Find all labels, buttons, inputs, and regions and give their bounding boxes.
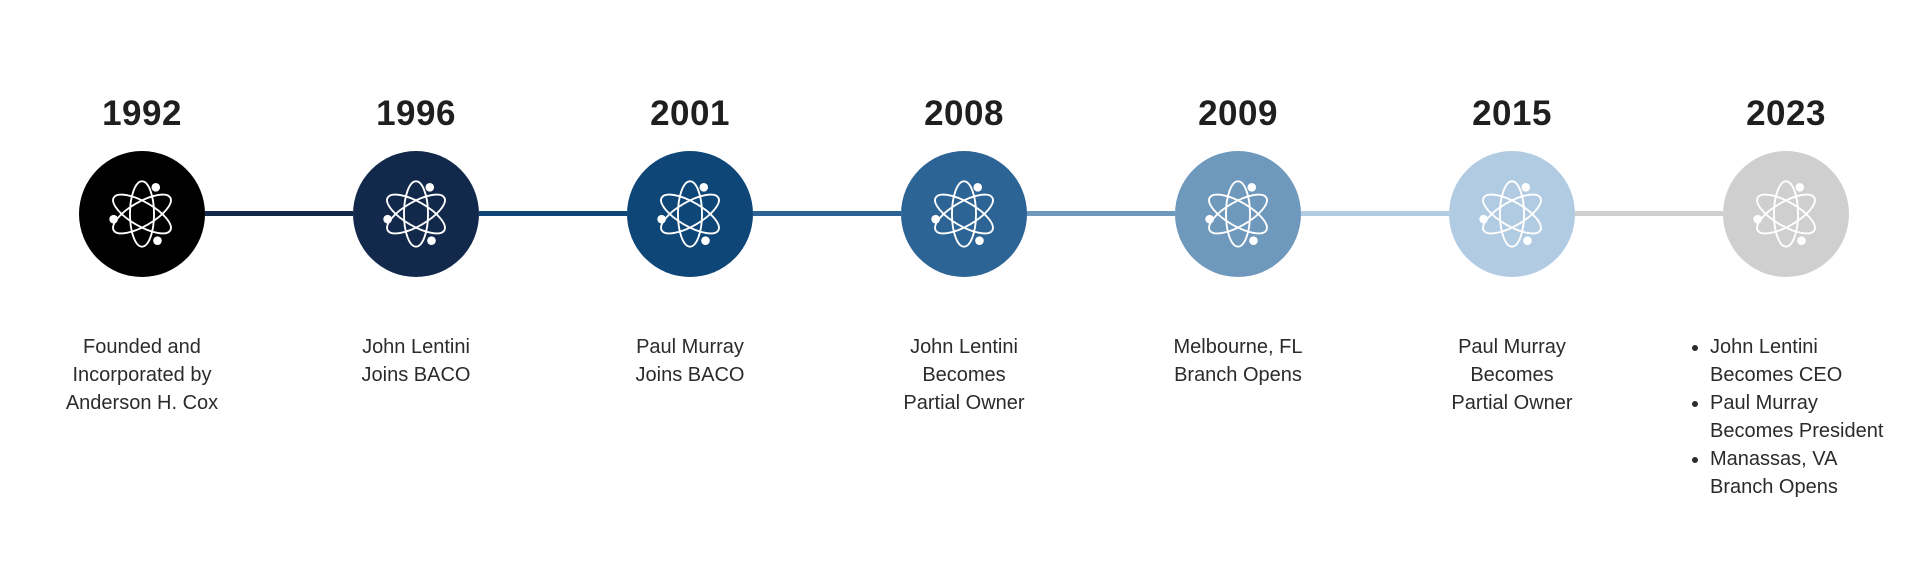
caption-line: Joins BACO	[361, 364, 471, 386]
caption-line: Founded and	[83, 336, 201, 358]
caption-line: Anderson H. Cox	[65, 392, 219, 414]
milestone-year: 1996	[376, 94, 456, 133]
caption-line: Becomes	[922, 364, 1006, 386]
caption-line: Branch Opens	[1174, 364, 1302, 386]
bullet-line: Manassas, VA	[1710, 448, 1838, 470]
caption-line: John Lentini	[910, 336, 1018, 358]
milestone-node	[79, 151, 205, 277]
milestone-node	[627, 151, 753, 277]
bullet-line: John Lentini	[1710, 336, 1818, 358]
atom-icon	[931, 180, 994, 248]
atom-icon	[109, 180, 172, 248]
caption-line: Melbourne, FL	[1173, 336, 1303, 358]
timeline-connector	[1301, 211, 1449, 216]
bullet-line: Becomes President	[1710, 420, 1884, 442]
timeline-connector	[205, 211, 353, 216]
caption-line: John Lentini	[362, 336, 470, 358]
caption-line: Partial Owner	[1451, 392, 1573, 414]
milestone-year: 2008	[924, 94, 1004, 133]
milestone-node	[1449, 151, 1575, 277]
timeline-connector	[753, 211, 901, 216]
bullet-item: Manassas, VA Branch Opens	[1710, 445, 1883, 501]
milestone-year: 2009	[1198, 94, 1278, 133]
atom-icon	[1479, 180, 1542, 248]
timeline-connector	[1575, 211, 1723, 216]
milestone-caption: Melbourne, FL Branch Opens	[1100, 333, 1376, 389]
caption-line: Partial Owner	[903, 392, 1025, 414]
caption-line: Incorporated by	[72, 364, 212, 386]
milestone-node	[1723, 151, 1849, 277]
milestone-year: 2001	[650, 94, 730, 133]
bullet-line: Becomes CEO	[1710, 364, 1843, 386]
milestone-node	[901, 151, 1027, 277]
caption-line: Becomes	[1470, 364, 1554, 386]
atom-icon	[1205, 180, 1268, 248]
milestone-year: 1992	[102, 94, 182, 133]
milestone-2023: 2023	[1648, 0, 1920, 565]
caption-line: Joins BACO	[635, 364, 745, 386]
atom-icon	[383, 180, 446, 248]
caption-line: Paul Murray	[636, 336, 744, 358]
milestone-node	[1175, 151, 1301, 277]
timeline-connector	[1027, 211, 1175, 216]
milestone-year: 2023	[1746, 94, 1826, 133]
atom-icon	[1753, 180, 1816, 248]
bullet-line: Branch Opens	[1710, 476, 1838, 498]
milestone-year: 2015	[1472, 94, 1552, 133]
milestone-node	[353, 151, 479, 277]
timeline-connector	[479, 211, 627, 216]
bullet-line: Paul Murray	[1710, 392, 1818, 414]
atom-icon	[657, 180, 720, 248]
caption-line: Paul Murray	[1458, 336, 1566, 358]
